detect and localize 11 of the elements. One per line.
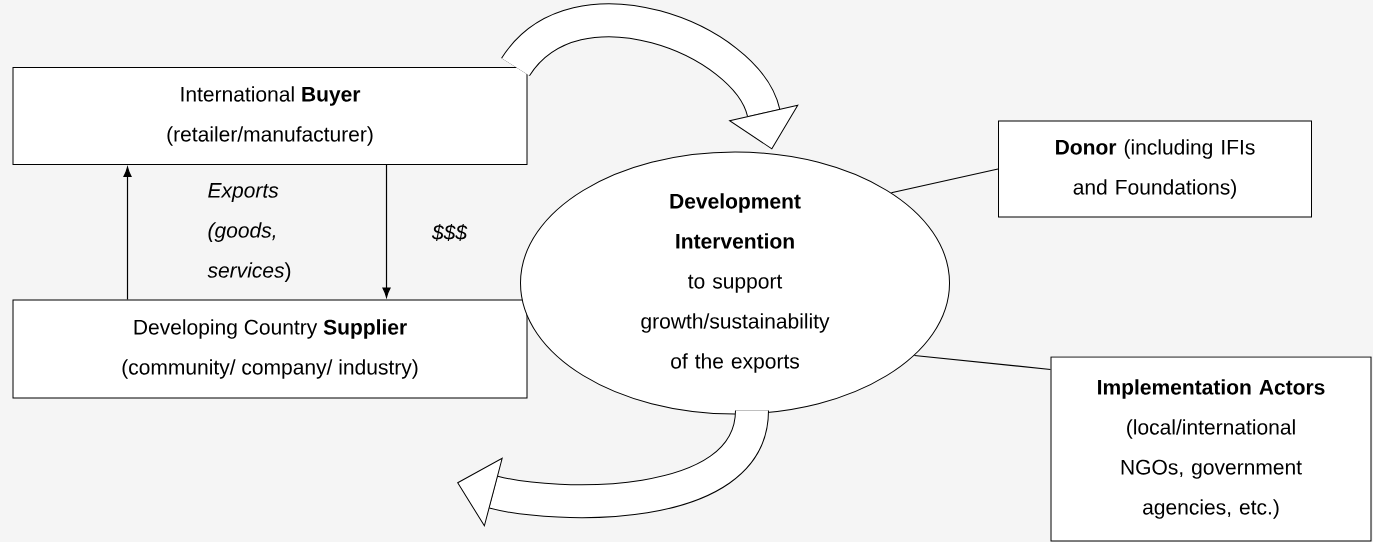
buyer-box: International Buyer (retailer/manufacturer) xyxy=(12,67,528,165)
edge-label: $$$ xyxy=(431,224,468,241)
actors-box: Implementation Actors (local/international NGOs, government agencies, etc.) xyxy=(1050,356,1372,542)
edge-label: Exports (goods, services) xyxy=(207,183,291,282)
supplier-box: Developing Country Supplier (community/ company/ industry) xyxy=(12,299,528,399)
arrow xyxy=(382,164,391,298)
connector-line xyxy=(890,168,999,194)
donor-box: Donor (including IFIs and Foundations) xyxy=(998,120,1312,218)
curved-block-arrow xyxy=(502,3,799,150)
arrow xyxy=(123,166,132,301)
connector-line xyxy=(913,354,1052,371)
